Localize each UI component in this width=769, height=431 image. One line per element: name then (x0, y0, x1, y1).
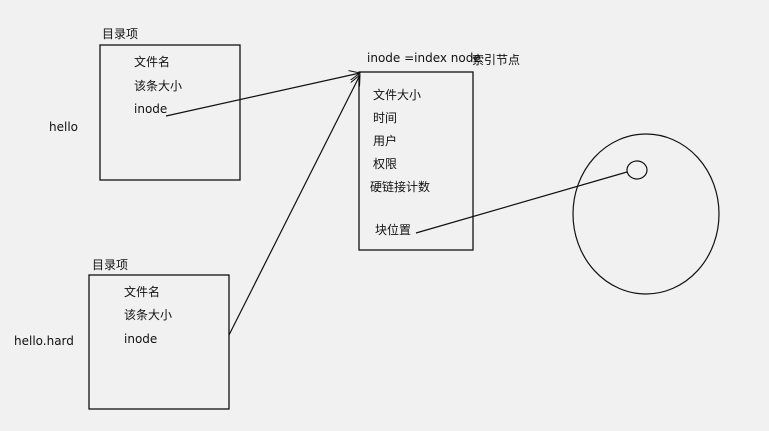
inode-item-hardlink-count: 硬链接计数 (370, 179, 430, 194)
inode-item-time: 时间 (373, 111, 397, 125)
arrow-entry2-to-inode (228, 75, 360, 336)
entry1-item-filename: 文件名 (134, 54, 170, 69)
entry1-title: 目录项 (102, 27, 138, 41)
disk-block-ellipse (626, 160, 648, 180)
inode-title-cn: 索引节点 (472, 53, 520, 67)
inode-item-permission: 权限 (373, 157, 397, 171)
entry2-item-size: 该条大小 (124, 308, 172, 322)
entry2-item-filename: 文件名 (124, 284, 160, 299)
entry1-box (99, 44, 241, 181)
line-block-to-disk (415, 171, 628, 234)
inode-item-block-location: 块位置 (375, 222, 411, 237)
entry1-filename: hello (49, 120, 78, 134)
entry2-filename: hello.hard (14, 334, 74, 348)
entry2-item-inode: inode (124, 332, 157, 346)
arrow-entry1-to-inode (165, 73, 360, 117)
inode-title: inode =index node (367, 51, 481, 65)
entry2-box (88, 274, 230, 410)
inode-item-size: 文件大小 (373, 87, 421, 102)
entry1-item-size: 该条大小 (134, 79, 182, 93)
entry1-item-inode: inode (134, 102, 167, 116)
entry2-title: 目录项 (92, 258, 128, 272)
inode-box (358, 71, 474, 251)
disk-ellipse (572, 133, 720, 295)
inode-item-user: 用户 (373, 133, 397, 148)
